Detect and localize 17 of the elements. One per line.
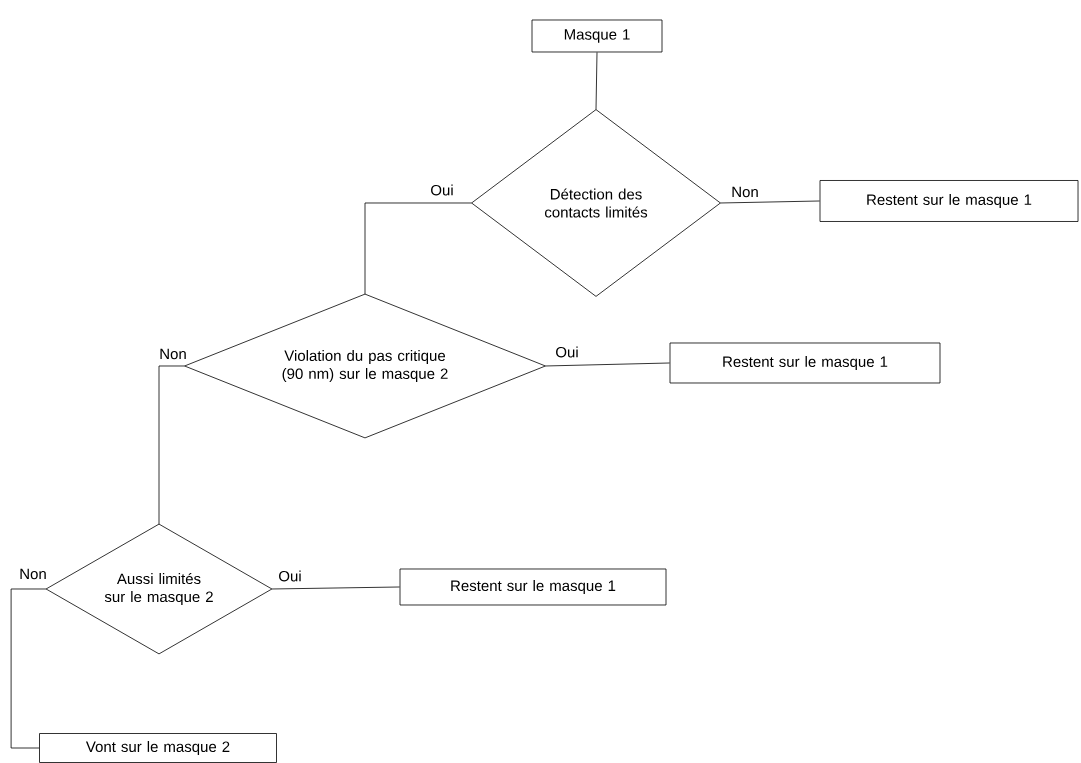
edge-label: Oui xyxy=(277,569,303,583)
process-box: Vont sur le masque 2 xyxy=(39,733,277,763)
edge-label: Oui xyxy=(429,183,455,197)
process-box: Restent sur le masque 1 xyxy=(819,180,1079,222)
connector-line xyxy=(364,202,472,295)
process-box: Restent sur le masque 1 xyxy=(399,568,667,606)
edge-label: Non xyxy=(730,185,760,199)
connector-line xyxy=(10,588,47,749)
edge-label: Oui xyxy=(554,345,580,359)
connector-line xyxy=(158,365,185,525)
connector-line xyxy=(595,52,598,110)
process-box: Masque 1 xyxy=(531,19,663,53)
edge-label: Non xyxy=(18,567,48,581)
connector-line xyxy=(271,586,400,590)
connector-line xyxy=(545,362,670,367)
process-box: Restent sur le masque 1 xyxy=(669,342,941,384)
connector-line xyxy=(720,200,820,204)
